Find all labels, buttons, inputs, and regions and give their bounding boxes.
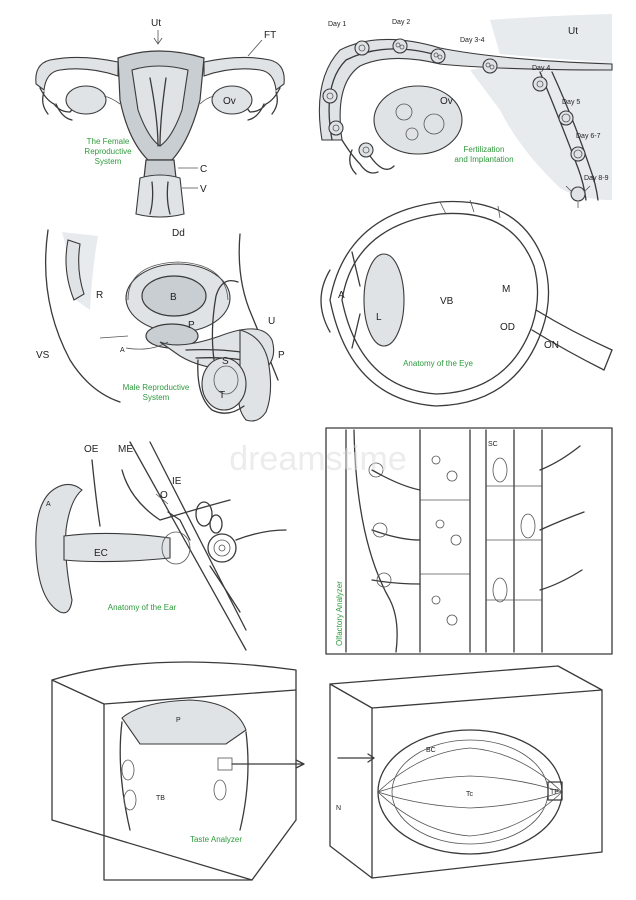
ear-label-a: A [46,501,51,508]
fert-day-6-7: Day 6-7 [576,133,601,140]
fert-day-1: Day 1 [328,21,346,28]
taste-panel [51,661,305,881]
eye-label-m: M [502,284,510,295]
eye-label-vb: VB [440,296,454,307]
taste-caption: Taste Analyzer [190,835,242,844]
ear-label-ec: EC [94,548,108,559]
eye-label-on: ON [544,340,559,351]
female-label-ft: FT [264,30,276,41]
female-label-ut: Ut [151,18,161,29]
male-caption-line-2: System [143,393,170,402]
fert-label-ov: Ov [440,96,453,107]
male-label-t: T [219,390,225,401]
eye-label-a: A [338,290,345,301]
taste-label-p: P [176,717,181,724]
male-label-vs: VS [36,350,50,361]
watermark: dreamstime [229,440,407,478]
male-caption-line-1: Male Reproductive [123,383,190,392]
male-label-u: U [268,316,275,327]
taste-bud-panel [329,665,603,879]
male-reproductive-panel [44,229,279,422]
bud-label-tc: Tc [466,791,474,798]
female-caption-line-2: Reproductive [84,147,132,156]
eye-label-l: L [376,312,382,323]
female-caption-line-3: System [95,157,122,166]
olfactory-label-sc: SC [488,441,498,448]
bud-label-n: N [336,805,341,812]
fert-caption-line-2: and Implantation [454,155,513,164]
bud-label-tp: TP [550,789,559,796]
eye-caption: Anatomy of the Eye [403,359,473,368]
fert-day-4: Day 4 [532,65,550,72]
fert-day-3-4: Day 3-4 [460,37,485,44]
female-label-ov: Ov [223,96,236,107]
ear-label-me: ME [118,444,133,455]
fert-label-ut: Ut [568,26,578,37]
male-label-s: S [222,356,229,367]
female-caption-line-1: The Female [87,137,130,146]
ear-panel [35,441,287,651]
male-label-dd: Dd [172,228,185,239]
ear-label-oe: OE [84,444,99,455]
fert-caption-line-1: Fertilization [464,145,505,154]
ear-caption: Anatomy of the Ear [108,603,177,612]
male-label-a: A [120,347,125,354]
female-reproductive-panel [35,30,285,218]
male-label-b: B [170,292,177,303]
eye-label-od: OD [500,322,515,333]
ear-label-ie: IE [172,476,182,487]
olfactory-caption: Olfactory Analyzer [335,581,344,646]
bud-label-bc: BC [426,747,436,754]
ear-label-o: O [160,490,168,501]
male-label-p: P [188,320,195,331]
fertilization-panel [318,14,613,208]
fert-day-2: Day 2 [392,19,410,26]
olfactory-panel [325,427,613,655]
fert-day-8-9: Day 8-9 [584,175,609,182]
female-label-v: V [200,184,207,195]
eye-panel [320,199,613,407]
taste-label-tb: TB [156,795,165,802]
male-label-r: R [96,290,103,301]
fert-day-5: Day 5 [562,99,580,106]
female-label-c: C [200,164,207,175]
male-label-p2: P [278,350,285,361]
